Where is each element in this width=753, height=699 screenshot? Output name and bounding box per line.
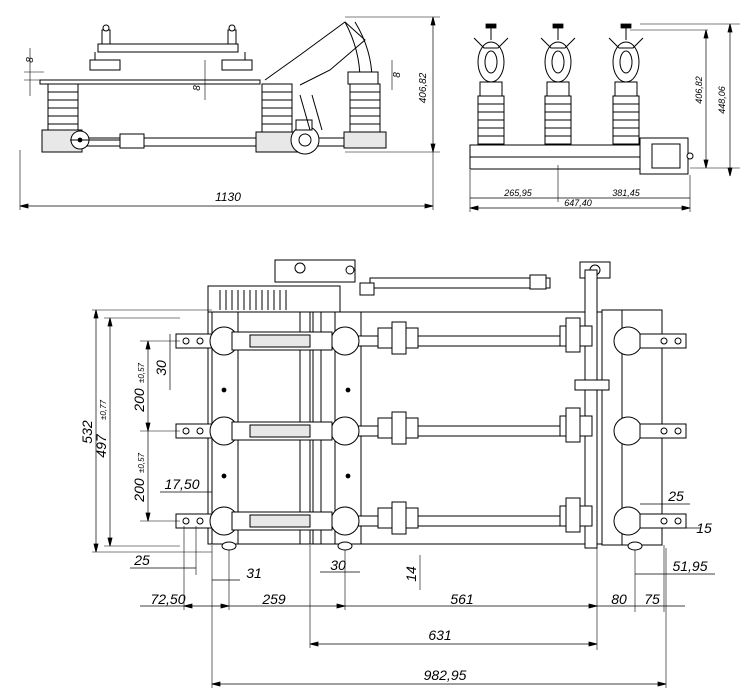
- dim-497: 497: [93, 433, 109, 458]
- dim-200-upper-tol: ±0,57: [137, 362, 146, 383]
- dim-30-vertical: 30: [153, 360, 169, 376]
- dim-532: 532: [79, 420, 95, 444]
- dim-982-95: 982,95: [424, 667, 467, 683]
- pole-3: [608, 23, 644, 145]
- dim-15: 15: [696, 520, 712, 536]
- spring: [219, 290, 287, 310]
- dim-561: 561: [450, 591, 473, 607]
- dim-647-40: 647,40: [564, 198, 592, 208]
- dim-381-45: 381,45: [612, 188, 641, 198]
- plan-view: 532 497 ±0,77 200 ±0,57 200 ±0,57 30 17,…: [79, 259, 715, 688]
- dim-259: 259: [261, 591, 286, 607]
- dim-448-06: 448,06: [717, 86, 727, 114]
- dim-497-tol: ±0,77: [99, 399, 108, 420]
- dim-631: 631: [428, 627, 451, 643]
- dim-80: 80: [611, 591, 627, 607]
- dim-25-left: 25: [133, 552, 150, 568]
- dim-8-left: 8: [25, 57, 36, 63]
- dim-406-82-left: 406,82: [418, 72, 429, 103]
- dim-75: 75: [644, 591, 660, 607]
- side-view: 1130 406,82: [19, 16, 440, 210]
- phase-row-3: [175, 497, 687, 536]
- dim-200-lower-tol: ±0,57: [137, 452, 146, 473]
- dim-14: 14: [403, 566, 419, 582]
- dim-265-95: 265,95: [503, 188, 533, 198]
- dim-30-horizontal: 30: [330, 557, 346, 573]
- dim-72-50: 72,50: [150, 591, 185, 607]
- dim-17-50: 17,50: [164, 476, 199, 492]
- dim-200-lower: 200: [131, 478, 147, 503]
- front-view: 406,82 448,06 265,95 381,45 647,40: [469, 23, 740, 212]
- dim-200-upper: 200: [131, 388, 147, 413]
- dim-51-95: 51,95: [672, 558, 707, 574]
- phase-row-1: [175, 317, 687, 356]
- phase-row-2: [175, 407, 687, 446]
- dim-406-82-right: 406,82: [694, 76, 704, 104]
- dim-8-right: 8: [392, 72, 403, 78]
- dim-8-mid: 8: [192, 85, 203, 91]
- pole-1: [473, 23, 509, 145]
- dim-25-right: 25: [667, 488, 684, 504]
- pole-2: [540, 23, 576, 145]
- dim-31: 31: [246, 565, 262, 581]
- dim-1130: 1130: [215, 190, 241, 204]
